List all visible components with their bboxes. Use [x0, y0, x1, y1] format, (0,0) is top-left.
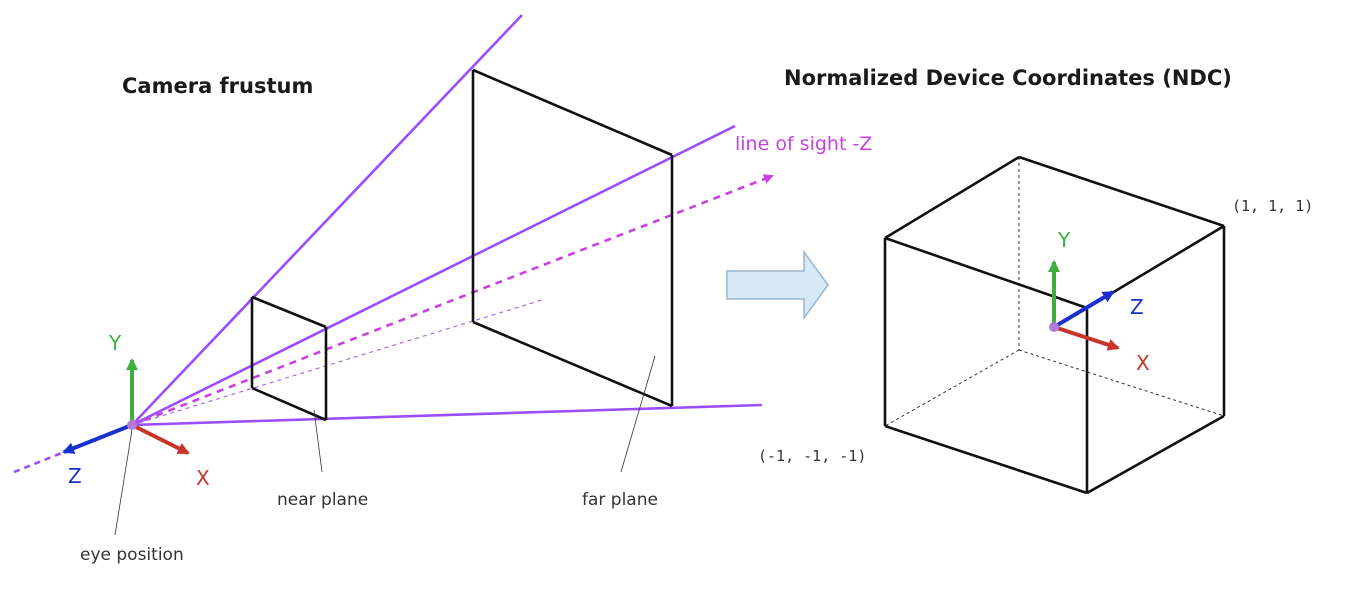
camera-axes: Y Z X: [62, 331, 210, 490]
ndc-z-axis-label: Z: [1130, 295, 1144, 319]
transform-arrow-icon: [726, 249, 829, 321]
line-of-sight-projection: [131, 299, 543, 426]
near-plane: [250, 295, 328, 422]
eye-position-dot: [127, 420, 137, 430]
ndc-origin-dot: [1049, 322, 1059, 332]
ndc-y-axis-label: Y: [1057, 228, 1071, 252]
camera-y-axis-label: Y: [108, 331, 122, 355]
ndc-cube-edges: [883, 155, 1226, 495]
eye-position-label: eye position: [80, 545, 184, 565]
camera-x-axis-label: X: [196, 466, 210, 490]
leader-lines: [114, 355, 656, 536]
ndc-x-axis-label: X: [1136, 351, 1150, 375]
frustum-edge-bottom: [131, 403, 763, 427]
far-plane: [471, 68, 674, 408]
ndc-corner-max-label: (1, 1, 1): [1232, 197, 1313, 215]
eye-position-leader: [114, 429, 133, 536]
ndc-title: Normalized Device Coordinates (NDC): [784, 66, 1232, 90]
far-plane-leader: [620, 355, 656, 473]
ndc-z-axis-arrow: [1052, 290, 1115, 329]
ndc-axes: Y Z X: [1048, 228, 1150, 375]
camera-z-axis-label: Z: [68, 464, 82, 488]
far-plane-label: far plane: [582, 490, 658, 510]
near-plane-leader: [313, 409, 323, 473]
line-of-sight-arrow: [131, 174, 774, 427]
ndc-corner-min-label: (-1, -1, -1): [758, 447, 866, 465]
camera-z-axis-arrow: [62, 423, 133, 454]
frustum-edge-right: [131, 124, 736, 427]
camera-frustum-panel: Camera frustum line of sight -Z: [13, 14, 872, 565]
ndc-x-axis-arrow: [1053, 325, 1120, 351]
ndc-cube-hidden-edges: [884, 157, 1225, 427]
frustum-edge-top: [131, 14, 523, 426]
frustum-edges: [13, 14, 763, 474]
camera-frustum-title: Camera frustum: [122, 74, 313, 98]
ndc-panel: Normalized Device Coordinates (NDC) Y: [758, 66, 1313, 495]
line-of-sight-label: line of sight -Z: [735, 133, 872, 155]
camera-x-axis-arrow: [131, 423, 190, 455]
near-plane-label: near plane: [277, 490, 368, 510]
